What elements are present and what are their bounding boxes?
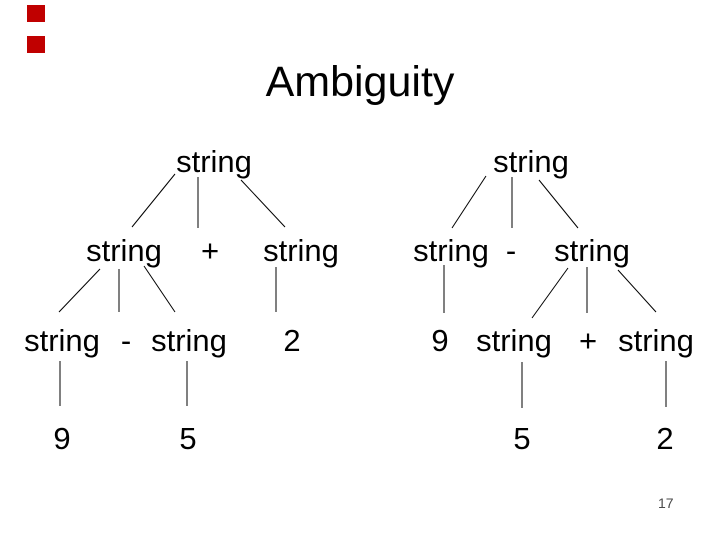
tree-edge [240, 179, 286, 228]
right-tree-l3-right-node: string [618, 323, 694, 358]
right-tree-l3-operator: + [578, 323, 598, 358]
left-tree-leaf-5: 5 [179, 421, 197, 456]
left-tree-l2-left-node: string [86, 233, 162, 268]
left-tree-leaf-2: 2 [283, 323, 301, 358]
red-square-decoration-bottom [27, 36, 45, 53]
left-tree-l3-operator: - [120, 323, 132, 358]
right-tree-l2-right-node: string [554, 233, 630, 268]
right-tree-l2-operator: - [505, 233, 517, 268]
tree-edge [617, 269, 657, 313]
left-tree-l3-left-node: string [24, 323, 100, 358]
tree-edge [451, 175, 487, 229]
left-tree-root-node: string [176, 144, 252, 179]
slide-title: Ambiguity [265, 58, 455, 106]
tree-edge [131, 173, 176, 228]
right-tree-l2-left-node: string [413, 233, 489, 268]
right-tree-leaf-5: 5 [513, 421, 531, 456]
tree-edge [531, 267, 569, 319]
right-tree-root-node: string [493, 144, 569, 179]
tree-edge [538, 179, 579, 229]
left-tree-l2-operator: + [200, 233, 220, 268]
right-tree-l3-left-node: string [476, 323, 552, 358]
red-square-decoration-top [27, 5, 45, 22]
tree-edge [58, 268, 101, 313]
left-tree-leaf-9: 9 [53, 421, 71, 456]
page-number: 17 [658, 495, 674, 511]
right-tree-leaf-9: 9 [431, 323, 449, 358]
left-tree-l2-right-node: string [263, 233, 339, 268]
left-tree-l3-right-node: string [151, 323, 227, 358]
tree-edge [143, 265, 176, 313]
right-tree-leaf-2: 2 [656, 421, 674, 456]
